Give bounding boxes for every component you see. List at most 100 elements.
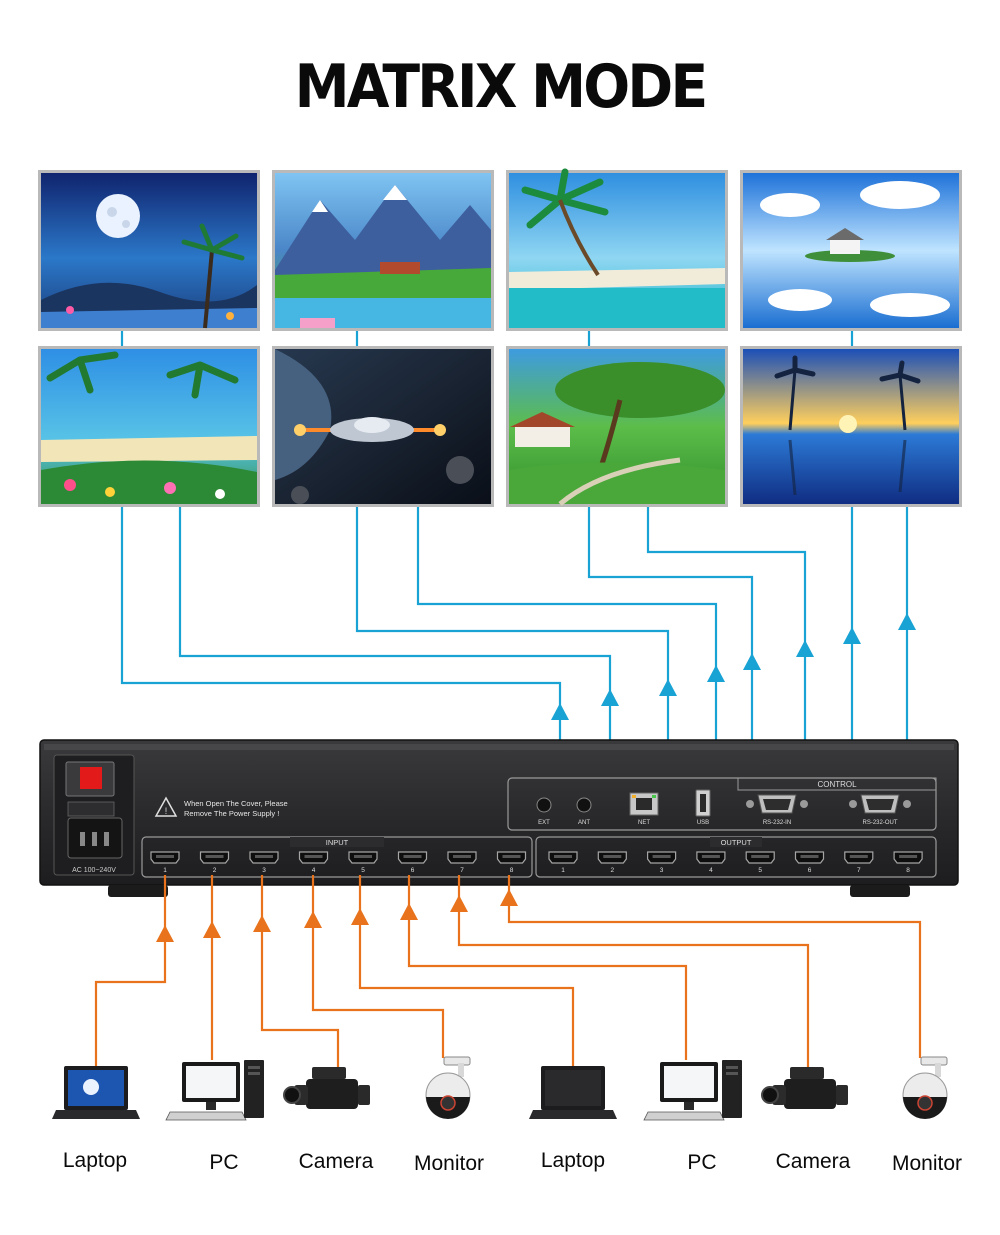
source-devices — [52, 1056, 948, 1121]
input-hdmi-port[interactable] — [249, 851, 279, 864]
input-hdmi-port[interactable] — [348, 851, 378, 864]
screen-3 — [506, 168, 728, 331]
input-arrow-5 — [351, 908, 369, 925]
ant-label: ANT — [578, 820, 590, 826]
input-wire-5 — [358, 875, 575, 1068]
source-labels: Laptop PC Camera Monitor Laptop PC Camer… — [63, 1149, 962, 1175]
input-arrows — [156, 889, 518, 942]
output-hdmi-port[interactable] — [745, 851, 775, 864]
output-port-number: 3 — [660, 867, 664, 874]
output-hdmi-port[interactable] — [893, 851, 923, 864]
pc-icon — [643, 1060, 742, 1121]
warning-notice: ! When Open The Cover, Please Remove The… — [154, 796, 288, 818]
output-port-number: 2 — [610, 867, 614, 874]
output-hdmi-port[interactable] — [794, 851, 825, 864]
output-hdmi-port[interactable] — [597, 851, 627, 864]
input-arrow-4 — [304, 911, 322, 928]
camera-icon — [283, 1067, 370, 1109]
matrix-switcher-device: AC 100~240V ! When Open The Cover, Pleas… — [39, 739, 959, 897]
input-port-number: 3 — [262, 867, 266, 874]
output-wire-4 — [416, 507, 718, 670]
laptop-icon — [52, 1066, 140, 1119]
output-port-number: 5 — [758, 867, 762, 874]
input-port-number: 6 — [411, 867, 415, 874]
output-wire-3 — [355, 507, 670, 685]
source-label-3: Camera — [299, 1150, 374, 1173]
output-wire-6 — [646, 507, 807, 648]
source-label-4: Monitor — [414, 1152, 484, 1175]
screen-1 — [38, 170, 260, 331]
input-wire-6 — [407, 875, 688, 1060]
output-hdmi-port[interactable] — [548, 851, 578, 864]
input-arrow-7 — [450, 895, 468, 912]
output-port-number: 6 — [808, 867, 812, 874]
output-arrow-5 — [743, 653, 761, 670]
dome-camera-icon — [902, 1056, 948, 1119]
camera-icon — [761, 1067, 848, 1109]
output-wire-5 — [587, 507, 754, 660]
control-label: CONTROL — [817, 780, 857, 789]
screen-6 — [272, 346, 494, 507]
input-wire-1 — [94, 875, 167, 1068]
pc-icon — [165, 1060, 264, 1121]
input-wire-4 — [311, 875, 445, 1058]
screen-4 — [740, 170, 962, 331]
power-label: AC 100~240V — [72, 867, 116, 874]
input-arrow-2 — [203, 921, 221, 938]
warning-line-2: Remove The Power Supply ! — [184, 809, 279, 818]
output-port-number: 8 — [906, 867, 910, 874]
page-title: MATRIX MODE — [294, 52, 709, 122]
input-arrow-1 — [156, 925, 174, 942]
input-arrow-6 — [400, 903, 418, 920]
source-label-8: Monitor — [892, 1152, 962, 1175]
input-hdmi-port[interactable] — [397, 851, 428, 864]
input-hdmi-port[interactable] — [447, 851, 477, 864]
warning-icon — [154, 796, 178, 817]
input-label: INPUT — [326, 838, 349, 847]
ext-port[interactable] — [536, 797, 552, 813]
ext-label: EXT — [538, 820, 550, 826]
input-port-number: 1 — [163, 867, 167, 874]
input-hdmi-port[interactable] — [199, 851, 230, 864]
output-port-number: 4 — [709, 867, 713, 874]
dome-camera-icon — [425, 1056, 471, 1119]
input-port-number: 5 — [361, 867, 365, 874]
screen-grid — [38, 168, 962, 507]
rs232-out-port[interactable] — [849, 794, 911, 814]
screen-7 — [506, 346, 728, 507]
net-label: NET — [638, 820, 650, 826]
warning-line-1: When Open The Cover, Please — [184, 799, 288, 808]
screen-8 — [740, 346, 962, 507]
svg-text:!: ! — [165, 806, 168, 816]
input-bank: INPUT 1 2 3 4 5 6 7 8 — [141, 836, 533, 878]
input-hdmi-port[interactable] — [298, 851, 329, 864]
output-hdmi-port[interactable] — [696, 851, 726, 864]
input-hdmi-port[interactable] — [150, 851, 180, 864]
output-port-number: 1 — [561, 867, 565, 874]
ant-port[interactable] — [576, 797, 592, 813]
output-arrow-8 — [898, 613, 916, 630]
output-wire-1 — [120, 507, 562, 715]
control-panel: CONTROL EXT ANT NET USB RS-232-IN — [507, 777, 937, 831]
input-port-number: 2 — [213, 867, 217, 874]
rs232-in-port[interactable] — [746, 794, 808, 814]
input-hdmi-port[interactable] — [496, 851, 527, 864]
input-port-number: 8 — [510, 867, 514, 874]
laptop-icon — [529, 1066, 617, 1119]
source-label-1: Laptop — [63, 1149, 127, 1172]
power-switch[interactable] — [80, 767, 102, 789]
output-wire-2 — [178, 507, 612, 693]
output-hdmi-port[interactable] — [844, 851, 874, 864]
usb-label: USB — [697, 820, 709, 826]
output-arrow-4 — [707, 665, 725, 682]
output-arrows — [551, 613, 916, 720]
screen-5 — [38, 346, 260, 507]
output-arrow-2 — [601, 689, 619, 706]
rs232-in-label: RS-232-IN — [763, 820, 791, 826]
input-port-number: 7 — [460, 867, 464, 874]
input-port-number: 4 — [312, 867, 316, 874]
output-hdmi-port[interactable] — [647, 851, 677, 864]
screen-2 — [272, 170, 494, 331]
